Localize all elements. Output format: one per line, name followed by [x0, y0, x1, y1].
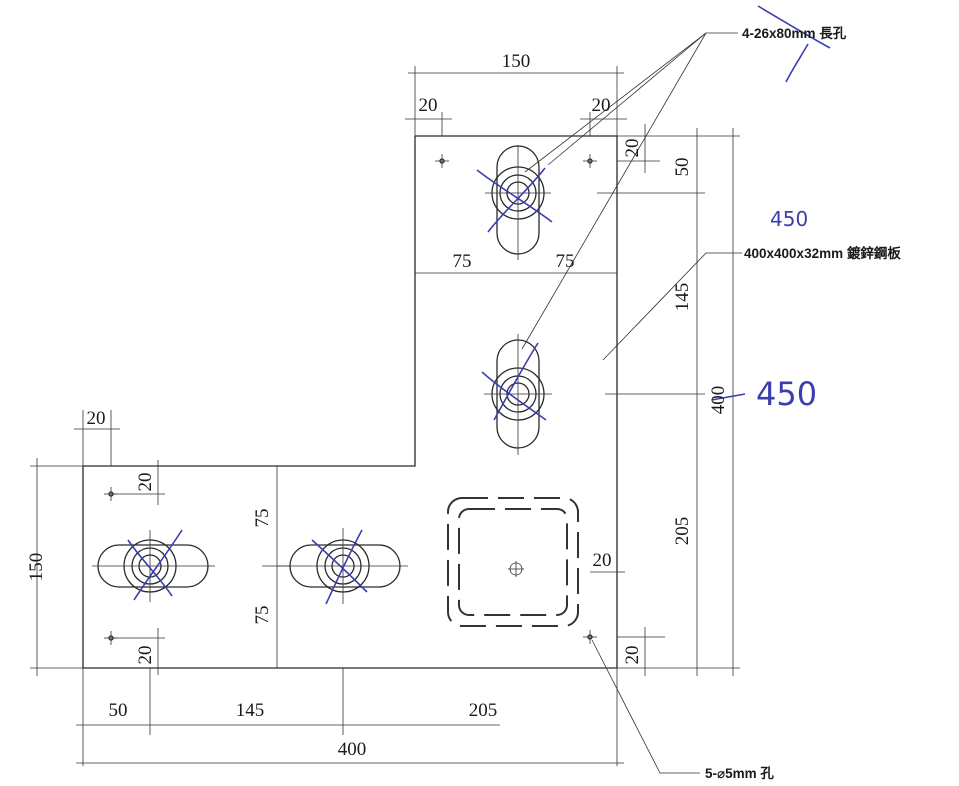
dim-overall-400-horizontal: 400: [338, 739, 367, 760]
dim-inner-75-top: 75: [252, 509, 273, 528]
dashed-box: [447, 497, 579, 627]
dim-left-150: 150: [26, 553, 47, 582]
dim-overall-400-vertical: 400: [708, 386, 729, 415]
dim-right-20: 20: [622, 139, 643, 158]
slot-hole-middle: [484, 334, 552, 455]
callout-slot-holes: 4-26x80mm 長孔: [742, 26, 847, 41]
slot-hole-top: [485, 145, 551, 260]
round-hole-top-right: [583, 154, 597, 168]
handwritten-450-small: 450: [770, 207, 808, 231]
round-hole-top-left: [435, 154, 449, 168]
callout-plate-spec: 400x400x32mm 鍍鋅鋼板: [744, 245, 901, 261]
dim-bottom-50: 50: [109, 700, 128, 721]
dim-top-150: 150: [502, 51, 531, 72]
dim-top-right-20: 20: [592, 95, 611, 116]
round-holes: [104, 154, 597, 645]
dim-right-205: 205: [672, 517, 693, 546]
dim-bottom-205: 205: [469, 700, 498, 721]
dim-inner-75-bottom: 75: [252, 606, 273, 625]
dimension-texts: 150 20 20 20 50 75 75 145 400 205 20 20 …: [26, 51, 729, 760]
dim-inner-20-bottom: 20: [135, 646, 156, 665]
dimension-lines-right: [590, 124, 740, 676]
dim-right-145: 145: [672, 283, 693, 312]
round-hole-bottom-right: [583, 630, 597, 644]
dim-left-20: 20: [87, 408, 106, 429]
slot-hole-left: [92, 530, 215, 602]
callout-round-holes: 5-⌀5mm 孔: [705, 766, 774, 781]
handwritten-corrections: 450 450: [756, 207, 817, 413]
dim-top-left-20: 20: [419, 95, 438, 116]
dim-bottom-145: 145: [236, 700, 265, 721]
leader-lines: [521, 32, 742, 774]
callout-notes: 4-26x80mm 長孔 400x400x32mm 鍍鋅鋼板 5-⌀5mm 孔: [705, 26, 901, 781]
handwritten-450-large: 450: [756, 375, 817, 413]
dim-inner-20-top: 20: [135, 473, 156, 492]
dim-right-50: 50: [672, 158, 693, 177]
dimension-lines-left: [30, 410, 290, 676]
dim-mid-75-left: 75: [453, 251, 472, 272]
dim-mid-75-right: 75: [556, 251, 575, 272]
handwritten-marks: [127, 5, 831, 605]
dim-box-20: 20: [593, 550, 612, 571]
dimension-lines-bottom: [76, 668, 624, 766]
dim-corner-20: 20: [622, 646, 643, 665]
